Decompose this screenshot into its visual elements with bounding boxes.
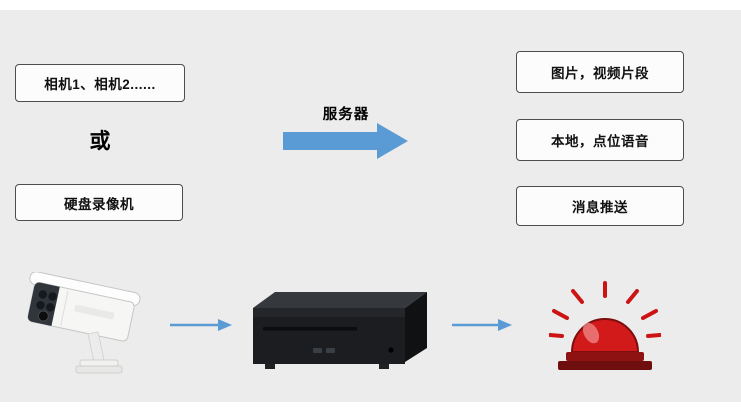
output-box-voice: 本地，点位语音 [516, 119, 684, 161]
dvr-label: 硬盘录像机 [64, 196, 134, 212]
output-box-push: 消息推送 [516, 186, 684, 226]
alarm-siren-icon [548, 280, 662, 380]
cameras-box: 相机1、相机2...... [15, 64, 185, 102]
surveillance-camera-icon [22, 271, 147, 377]
flow-arrow-icon [452, 318, 512, 332]
top-margin [0, 0, 741, 10]
or-label: 或 [89, 130, 111, 153]
server-chassis-icon [247, 286, 433, 374]
dvr-box: 硬盘录像机 [15, 184, 183, 221]
server-arrow-icon [283, 121, 409, 161]
cameras-label: 相机1、相机2...... [44, 77, 156, 92]
server-label: 服务器 [322, 107, 370, 123]
output-box-media: 图片，视频片段 [516, 51, 684, 93]
output-voice-label: 本地，点位语音 [551, 134, 649, 149]
output-push-label: 消息推送 [572, 200, 628, 215]
output-media-label: 图片，视频片段 [551, 66, 649, 81]
flow-arrow-icon [170, 318, 232, 332]
bottom-margin [0, 402, 741, 408]
